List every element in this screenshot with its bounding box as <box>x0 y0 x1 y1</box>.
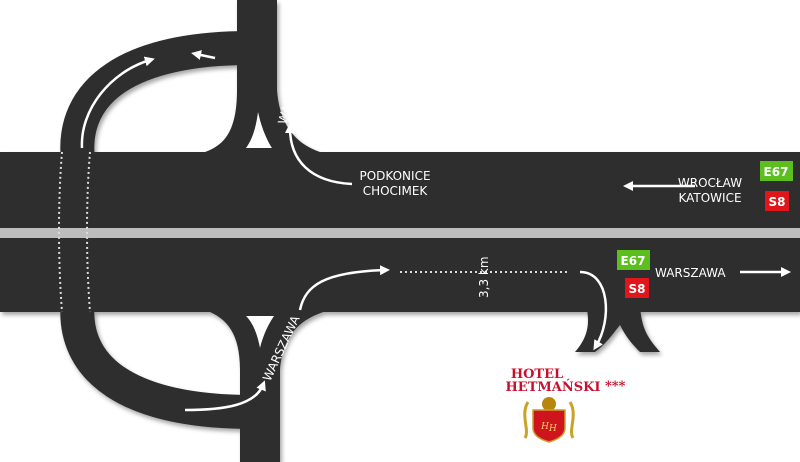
south-road <box>205 310 330 462</box>
northbound-carriageway <box>0 152 800 228</box>
label-podkonice: PODKONICE <box>359 169 430 183</box>
exit-ramp <box>575 300 660 352</box>
label-distance: 3,3 km <box>477 256 491 298</box>
label-wroclaw: WROCŁAW <box>678 176 742 190</box>
s8-shield-bottom <box>625 278 649 298</box>
north-road <box>205 0 320 152</box>
s8-text: S8 <box>769 195 786 209</box>
hotel-name-line2: HETMAŃSKI <box>506 379 601 395</box>
southbound-carriageway <box>0 238 800 312</box>
hotel-stars: *** <box>605 379 626 394</box>
label-warszawa-east: WARSZAWA <box>655 266 726 280</box>
e67-text: E67 <box>764 165 789 179</box>
route-arrows <box>80 50 791 412</box>
label-katowice: KATOWICE <box>678 191 741 205</box>
hotel-name-line1: HOTEL <box>511 367 563 382</box>
north-island <box>246 112 272 148</box>
hotel-crest-logo: HH <box>523 397 575 443</box>
e67-shield-top <box>760 161 793 181</box>
label-chocimek: CHOCIMEK <box>363 184 429 198</box>
s8-text: S8 <box>629 282 646 296</box>
median <box>0 228 800 238</box>
south-island <box>246 316 274 348</box>
svg-text:HH: HH <box>540 422 557 434</box>
s8-shield-top <box>765 191 789 211</box>
e67-text: E67 <box>621 254 646 268</box>
hotel-hetmanski-marker[interactable]: HOTEL HETMAŃSKI *** HH <box>506 367 626 443</box>
label-warszawa-north: WARSZAWA <box>275 53 307 126</box>
e67-shield-bottom <box>617 250 650 270</box>
dotted-lines <box>58 151 570 313</box>
